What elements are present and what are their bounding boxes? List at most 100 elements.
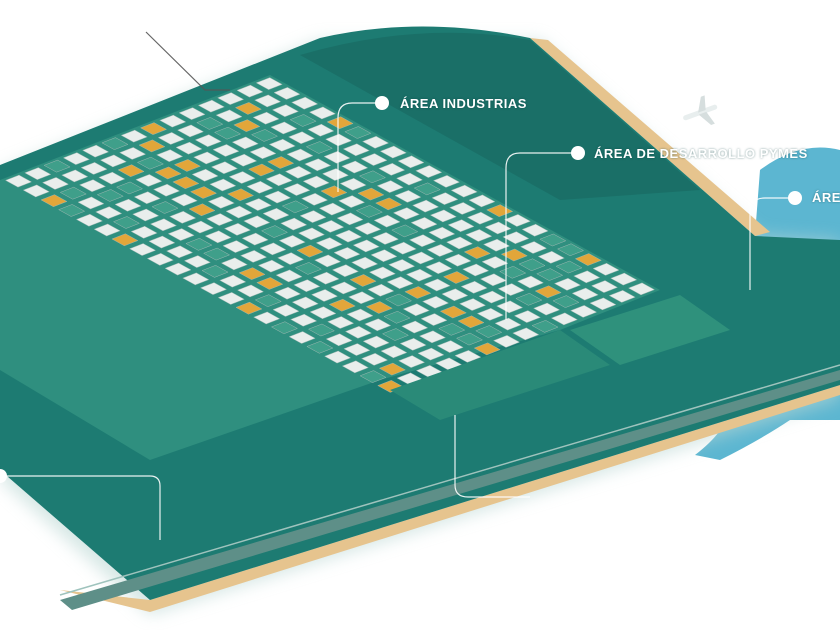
building-block	[484, 221, 512, 235]
building-block	[539, 233, 567, 247]
building-block	[227, 188, 255, 202]
building-block	[395, 172, 424, 186]
building-block	[364, 318, 392, 332]
building-block	[376, 180, 404, 193]
building-block	[444, 253, 472, 267]
building-block	[215, 109, 243, 123]
building-block	[291, 296, 319, 310]
building-block	[188, 203, 216, 217]
building-block	[307, 123, 335, 137]
building-block	[365, 301, 393, 314]
area-label-industrias[interactable]: ÁREA INDUSTRIAS	[400, 96, 527, 111]
building-block	[379, 145, 407, 159]
marker-dot-industrias[interactable]	[375, 96, 389, 110]
building-block	[342, 143, 370, 157]
building-block	[555, 260, 583, 274]
building-block	[270, 321, 298, 335]
building-block	[513, 310, 541, 323]
building-block	[401, 320, 429, 334]
building-block	[299, 210, 327, 223]
building-block	[230, 153, 258, 167]
building-block	[291, 96, 319, 110]
building-block	[425, 261, 453, 275]
building-block	[241, 232, 269, 246]
highway	[60, 370, 840, 610]
building-block	[135, 174, 163, 187]
building-block	[262, 207, 290, 221]
building-block	[80, 162, 108, 175]
marker-dot-left[interactable]	[0, 469, 7, 483]
building-block	[24, 167, 52, 180]
building-block	[286, 148, 314, 162]
building-block	[317, 220, 345, 233]
leader-line-industrias	[337, 102, 382, 192]
building-block	[351, 256, 379, 270]
building-block	[557, 243, 585, 257]
building-block	[550, 312, 578, 326]
building-block	[349, 274, 377, 287]
building-block	[22, 184, 50, 198]
building-block	[270, 121, 298, 135]
building-block	[217, 292, 245, 305]
building-block	[170, 193, 198, 207]
building-block	[228, 171, 256, 184]
building-block	[362, 135, 390, 149]
building-block	[429, 209, 457, 223]
building-block	[119, 147, 147, 160]
building-block	[521, 223, 549, 237]
building-block	[283, 183, 311, 196]
building-block	[264, 190, 292, 204]
building-block	[101, 137, 129, 150]
building-block	[254, 294, 282, 308]
building-block	[62, 152, 90, 165]
building-block	[413, 182, 441, 196]
building-block	[308, 106, 336, 120]
area-label-third[interactable]: ÁRE	[812, 190, 840, 205]
building-block	[139, 122, 168, 135]
building-block	[378, 362, 406, 376]
building-block	[346, 308, 374, 322]
building-block	[385, 293, 413, 307]
building-block	[531, 320, 559, 333]
building-block	[204, 230, 232, 244]
marker-dot-pymes[interactable]	[571, 146, 585, 160]
building-block	[573, 270, 601, 284]
building-block	[259, 242, 287, 256]
area-label-pymes[interactable]: ÁREA DE DESARROLLO PYMES	[594, 146, 808, 161]
building-block	[589, 297, 617, 311]
marker-dot-third[interactable]	[788, 191, 802, 205]
building-block	[268, 138, 296, 152]
building-block	[236, 284, 265, 298]
building-block	[320, 185, 348, 199]
building-block	[159, 114, 187, 128]
building-block	[476, 307, 504, 321]
building-block	[515, 292, 543, 306]
building-block	[95, 206, 123, 220]
building-block	[325, 333, 353, 347]
highway-lane	[59, 364, 840, 596]
building-block	[327, 316, 355, 329]
building-block	[512, 327, 540, 341]
building-block	[422, 295, 450, 309]
building-block	[233, 119, 261, 133]
building-block	[344, 126, 372, 139]
forest-area	[300, 32, 700, 201]
building-block	[169, 210, 197, 224]
building-block	[167, 228, 195, 241]
building-block	[278, 235, 306, 248]
building-block	[183, 255, 211, 268]
building-block	[435, 357, 463, 371]
leader-line-third	[749, 197, 795, 290]
leader-line-north	[145, 31, 230, 91]
building-block	[223, 222, 252, 236]
building-block	[405, 268, 433, 282]
building-block	[41, 177, 70, 190]
building-block	[288, 331, 316, 344]
building-block	[324, 350, 352, 364]
building-block	[481, 256, 509, 269]
building-block	[333, 247, 361, 260]
building-block	[75, 213, 103, 227]
building-block	[301, 192, 329, 206]
